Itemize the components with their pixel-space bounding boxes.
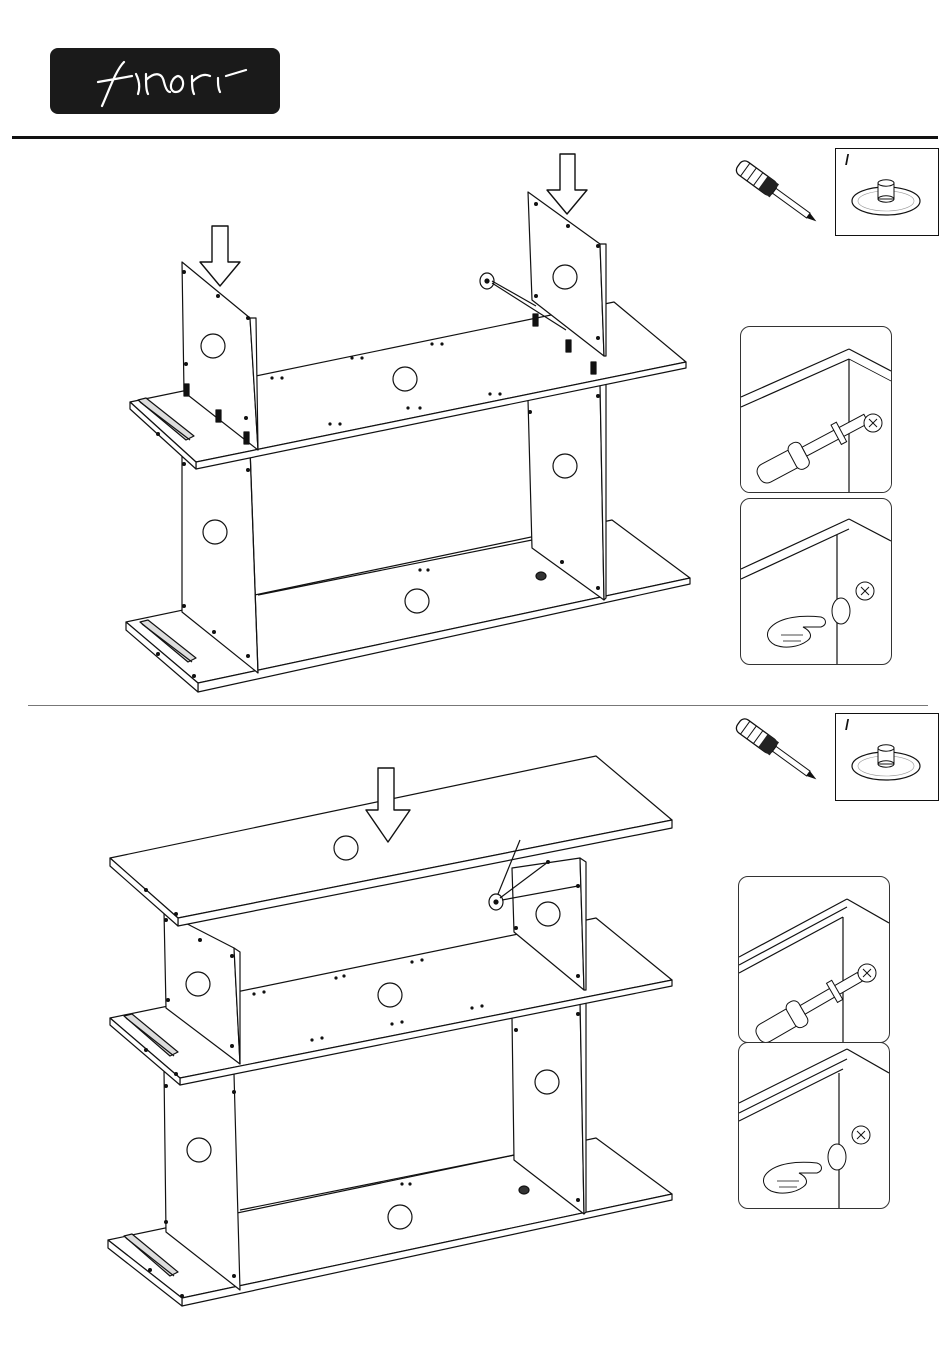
brand-logo: finori — [50, 48, 280, 114]
hardware-box-step-b: / — [835, 713, 939, 801]
step-divider — [28, 705, 928, 706]
assembly-step-b: / — [0, 708, 950, 1268]
press-cap-detail — [740, 498, 892, 665]
insert-arrow-right-icon — [547, 154, 587, 214]
step-a-illustration — [0, 140, 720, 700]
insert-cam-bolt-detail — [740, 326, 892, 493]
insert-cam-bolt-detail — [738, 876, 890, 1043]
assembly-step-a: / — [0, 140, 950, 700]
cam-lock-disc-icon — [836, 714, 938, 800]
insert-arrow-left-icon — [200, 226, 240, 286]
screwdriver-icon — [728, 714, 828, 794]
cam-lock-disc-icon — [836, 149, 938, 235]
header-rule — [12, 136, 938, 139]
screwdriver-icon — [728, 156, 828, 236]
press-cap-detail — [738, 1042, 890, 1209]
hardware-box-step-a: / — [835, 148, 939, 236]
step-b-illustration — [0, 708, 720, 1308]
